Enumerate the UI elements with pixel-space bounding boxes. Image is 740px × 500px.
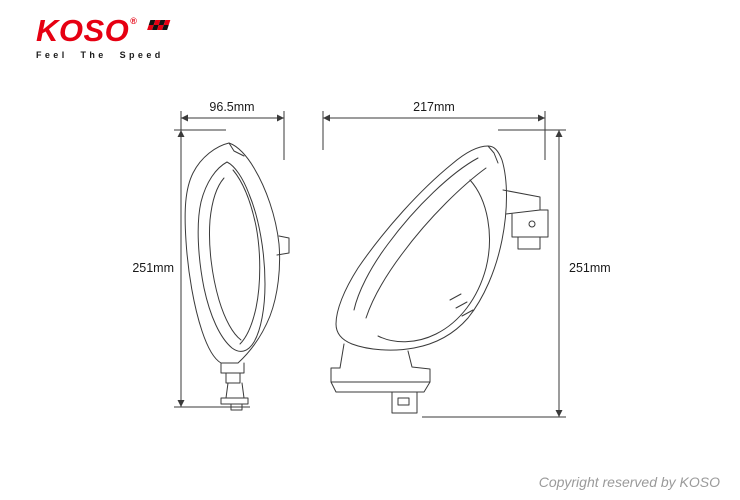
right-view-width-label: 217mm bbox=[413, 100, 455, 114]
logo-row: KOSO ® bbox=[36, 15, 178, 46]
registered-mark: ® bbox=[130, 16, 137, 26]
brand-text: KOSO bbox=[36, 13, 130, 48]
copyright-text: Copyright reserved by KOSO bbox=[538, 474, 720, 490]
koso-logo: KOSO ® Feel The Speed bbox=[36, 15, 178, 60]
dimension-lines bbox=[174, 111, 566, 418]
logo-tagline: Feel The Speed bbox=[36, 50, 164, 60]
left-view-height-label: 251mm bbox=[132, 261, 174, 275]
left-view-width-label: 96.5mm bbox=[209, 100, 255, 114]
right-view-drawing bbox=[330, 145, 549, 414]
checkered-flag-icon bbox=[147, 20, 171, 30]
right-view-height-label: 251mm bbox=[569, 261, 611, 275]
left-view-drawing bbox=[184, 142, 290, 411]
